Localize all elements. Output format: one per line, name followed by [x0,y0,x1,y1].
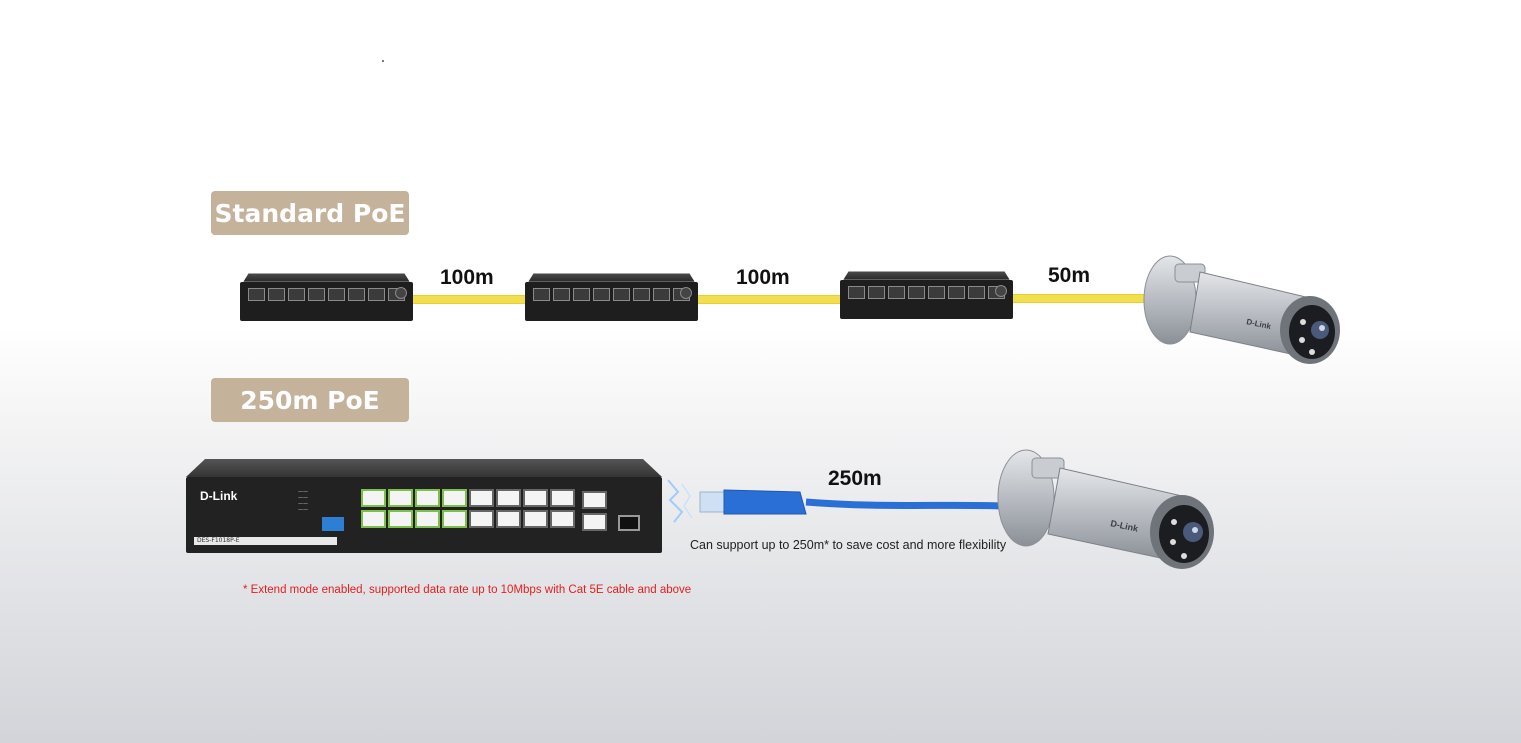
port-grid [361,489,575,528]
stray-dot [382,60,384,62]
switch-mode-legend: ———————— [298,489,308,513]
bullet-camera-2: D-Link [997,449,1214,569]
distance-label-1: 100m [440,266,494,289]
sfp-port [618,515,640,531]
cable-segment-1 [412,295,528,304]
poe-switch-3 [840,271,1013,319]
extend-mode-footnote: * Extend mode enabled, supported data ra… [243,584,692,596]
dip-switch [322,517,344,531]
standard-poe-badge: Standard PoE [211,191,409,235]
blue-ethernet-cable [667,479,1006,523]
uplink-port-2 [582,513,607,531]
dc-in-port [995,285,1007,297]
cable-segment-3 [1010,294,1145,303]
cable-segment-2 [696,295,842,304]
poe-switch-2 [525,273,698,321]
long-range-caption: Can support up to 250m* to save cost and… [690,538,1007,552]
distance-label-250m: 250m [828,467,882,490]
dc-in-port [395,287,407,299]
dc-in-port [680,287,692,299]
distance-label-2: 100m [736,266,790,289]
distance-label-3: 50m [1048,264,1091,287]
long-range-poe-badge: 250m PoE [211,378,409,422]
uplink-port-1 [582,491,607,509]
bullet-camera-1: D-Link [1143,255,1340,364]
poe-switch-1 [240,273,413,321]
switch-model-label: DES-F1018P-E [194,537,337,545]
des-f1018p-switch: D-Link ———————— DES-F1018P-E [186,459,662,553]
switch-brand-logo: D-Link [200,489,238,503]
